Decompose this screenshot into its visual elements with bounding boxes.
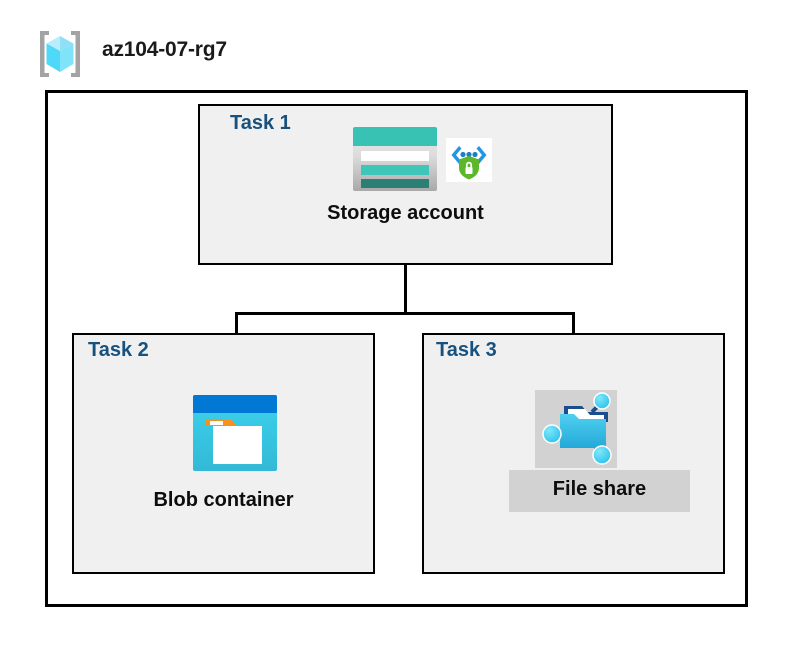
blob-container-icon[interactable] [192, 394, 278, 472]
storage-account-icon[interactable] [352, 126, 438, 192]
file-share-label-selection-highlight [509, 470, 690, 512]
resource-group-header: az104-07-rg7 [28, 26, 288, 82]
task-1-label: Task 1 [230, 112, 291, 134]
blob-container-label: Blob container [153, 489, 294, 511]
connector-root-stem [404, 264, 407, 315]
file-share-icon[interactable] [538, 392, 614, 466]
task-2-label: Task 2 [88, 339, 149, 361]
secure-endpoint-icon[interactable] [446, 138, 492, 182]
task-3-label: Task 3 [436, 339, 497, 361]
storage-account-label: Storage account [327, 202, 484, 224]
connector-horizontal-bus [235, 312, 575, 315]
file-share-label: File share [552, 478, 647, 500]
resource-group-icon [32, 28, 88, 80]
resource-group-name: az104-07-rg7 [102, 38, 227, 61]
